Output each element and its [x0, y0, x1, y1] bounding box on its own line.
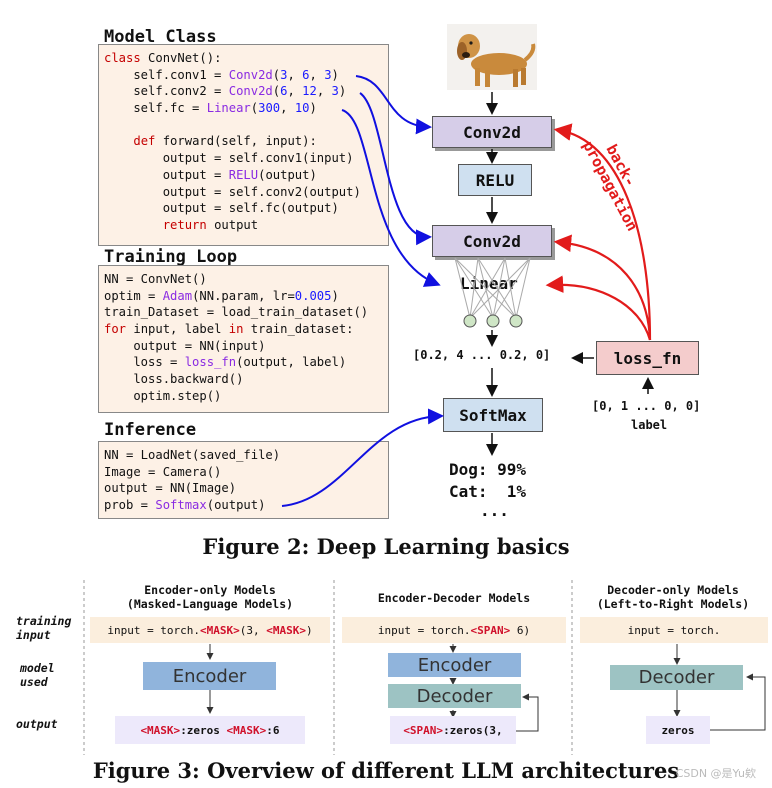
model-code-line: class ConvNet():	[104, 51, 222, 65]
figure3-caption: Figure 3: Overview of different LLM arch…	[92, 758, 680, 783]
model-code-line: self.conv1 = Conv2d(3, 6, 3)	[104, 67, 339, 82]
prediction-cat: Cat: 1%	[449, 482, 527, 501]
model-class-heading: Model Class	[104, 27, 217, 47]
inference-heading: Inference	[104, 420, 197, 440]
encoder-decoder-output: <SPAN>:zeros(3,	[390, 716, 516, 744]
softmax-block: SoftMax	[443, 398, 543, 432]
encoder-decoder-decoder: Decoder	[388, 684, 521, 708]
inference-code-line: Image = Camera()	[104, 464, 222, 479]
col-decoder-only-title: Decoder-only Models (Left-to-Right Model…	[596, 583, 750, 611]
row-label-model-used: model used	[20, 661, 55, 689]
loss-fn-block: loss_fn	[596, 341, 699, 375]
blue-arrow-conv1	[355, 75, 432, 135]
model-code-line: def forward(self, input):	[133, 134, 317, 149]
model-code-line: output = self.conv2(output)	[104, 184, 361, 199]
conv2d-block-2: Conv2d	[432, 225, 552, 257]
encoder-decoder-encoder: Encoder	[388, 653, 521, 677]
training-loop-code: NN = ConvNet() optim = Adam(NN.param, lr=…	[98, 265, 389, 413]
decoder-only-decoder: Decoder	[610, 665, 743, 690]
inference-code-line: NN = LoadNet(saved_file)	[104, 448, 281, 462]
prediction-ellipsis: ...	[480, 501, 509, 520]
row-label-output: output	[16, 717, 58, 731]
blue-arrow-conv2	[359, 92, 432, 246]
prediction-dog: Dog: 99%	[449, 460, 527, 479]
encoder-only-output: <MASK>:zeros <MASK>:6	[115, 716, 305, 744]
linear-node-1	[463, 314, 477, 328]
training-code-line: for input, label in train_dataset:	[104, 322, 354, 337]
figure2-caption: Figure 2: Deep Learning basics	[202, 534, 570, 559]
model-code-line: self.conv2 = Conv2d(6, 12, 3)	[104, 84, 347, 99]
col-encoder-only-title: Encoder-only Models (Masked-Language Mod…	[126, 583, 294, 611]
label-caption: label	[631, 418, 668, 432]
decoder-only-output: zeros	[646, 716, 710, 744]
training-code-line: loss.backward()	[104, 372, 244, 387]
figure3-lines	[83, 580, 766, 755]
figure2-connectors: back-propagation	[281, 75, 658, 507]
red-arrow-to-conv2	[553, 234, 652, 341]
blue-arrow-linear	[341, 109, 441, 287]
encoder-decoder-input: input = torch.<SPAN> 6)	[342, 617, 566, 643]
watermark: CSDN @是Yu欸	[675, 767, 756, 780]
decoder-only-input: input = torch.	[580, 617, 768, 643]
model-code-line: output = self.fc(output)	[104, 201, 339, 216]
training-code-line: optim = Adam(NN.param, lr=0.005)	[104, 288, 339, 303]
training-code-line: NN = ConvNet()	[104, 272, 207, 286]
relu-block: RELU	[458, 164, 532, 196]
red-arrow-to-conv1	[553, 123, 652, 341]
conv2d-block-1: Conv2d	[432, 116, 552, 148]
blue-arrow-softmax	[281, 408, 444, 507]
red-arrow-to-linear	[545, 275, 652, 341]
training-code-line: optim.step()	[104, 388, 222, 403]
row-label-training-input: training input	[16, 614, 72, 642]
model-code-line: return output	[162, 217, 259, 232]
training-loop-heading: Training Loop	[104, 247, 238, 267]
inference-code-line: output = NN(Image)	[104, 481, 237, 496]
inference-code-line: prob = Softmax(output)	[104, 498, 266, 513]
model-code-line: self.fc = Linear(300, 10)	[104, 101, 317, 116]
training-code-line: loss = loss_fn(output, label)	[104, 355, 347, 370]
output-vector: [0.2, 4 ... 0.2, 0]	[413, 348, 551, 362]
model-code-line: output = self.conv1(input)	[104, 151, 354, 166]
encoder-only-encoder: Encoder	[143, 662, 276, 690]
label-vector: [0, 1 ... 0, 0]	[592, 399, 701, 413]
model-code-line: output = RELU(output)	[104, 167, 317, 182]
col-encoder-decoder-title: Encoder-Decoder Models	[377, 591, 531, 605]
linear-node-3	[509, 314, 523, 328]
inference-code: NN = LoadNet(saved_file) Image = Camera()…	[98, 441, 389, 519]
linear-node-2	[486, 314, 500, 328]
encoder-only-input: input = torch.<MASK>(3, <MASK>)	[90, 617, 330, 643]
backprop-label: back-propagation	[579, 129, 658, 234]
training-code-line: train_Dataset = load_train_dataset()	[104, 305, 369, 320]
linear-fan	[454, 257, 531, 319]
model-class-code: class ConvNet(): self.conv1 = Conv2d(3, …	[98, 44, 389, 246]
dog-image	[447, 24, 537, 90]
training-code-line: output = NN(input)	[104, 338, 266, 353]
